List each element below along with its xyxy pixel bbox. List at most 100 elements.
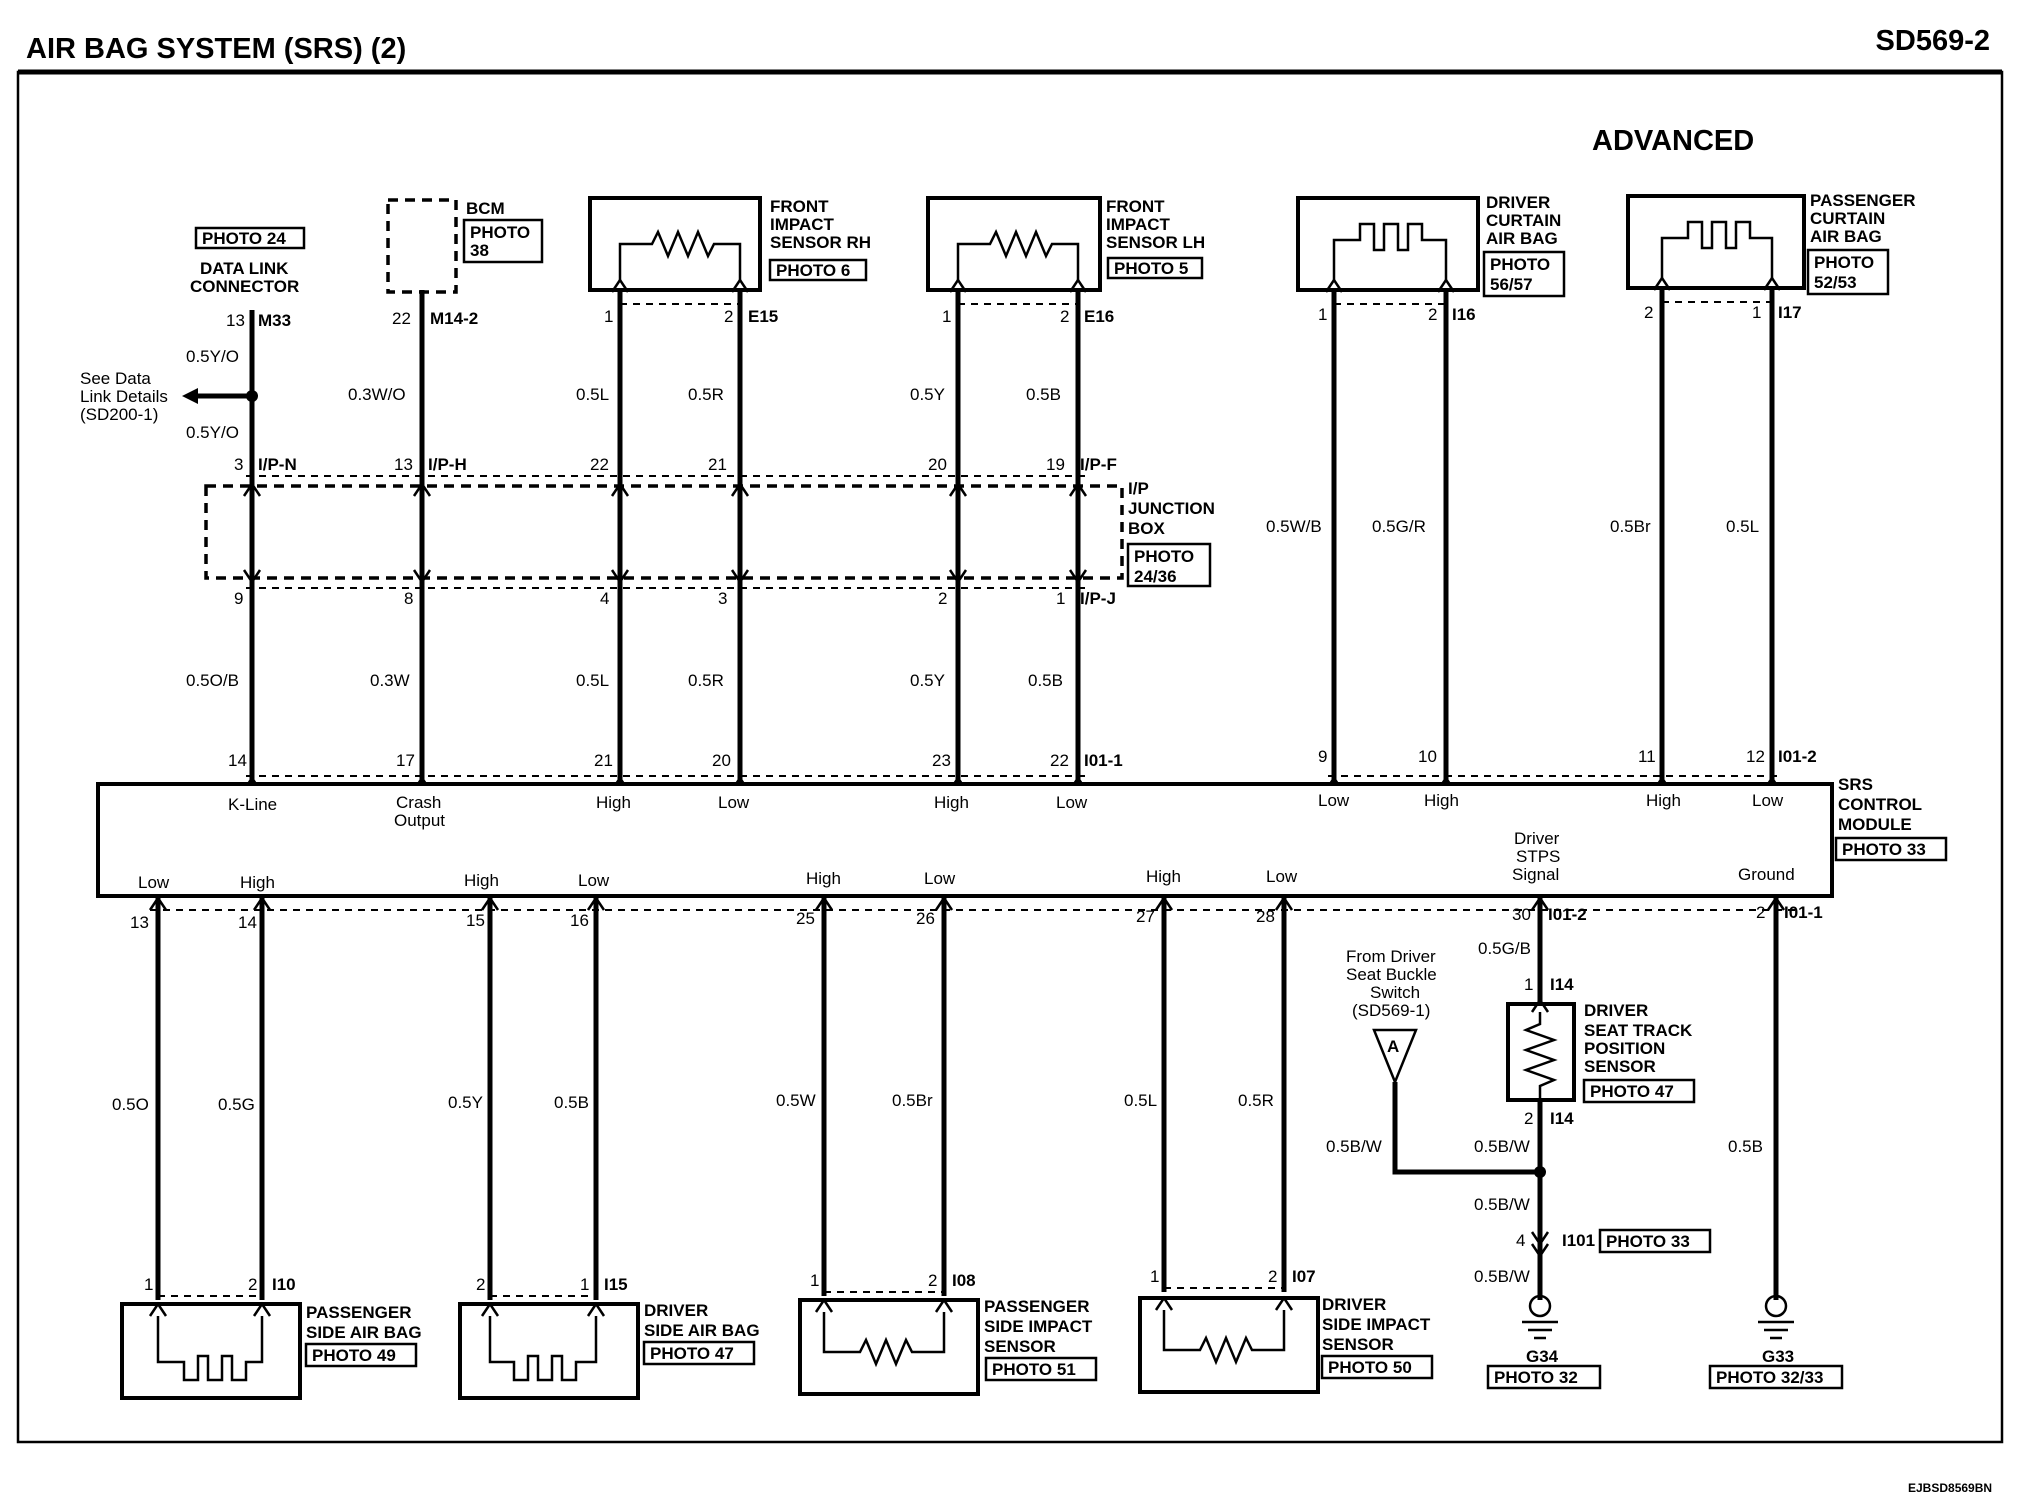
diagram-code: SD569-2 [1876,25,1990,57]
svg-text:0.5Br: 0.5Br [1610,517,1651,536]
svg-text:I08: I08 [952,1271,976,1290]
ground-icon [1758,1320,1794,1340]
resistor-icon [956,228,1080,280]
svg-text:25: 25 [796,909,815,928]
svg-text:2: 2 [1756,903,1765,922]
svg-text:High: High [1646,791,1681,810]
svg-text:2: 2 [1524,1109,1533,1128]
passenger-side-air-bag: 1 2 I10 PASSENGER SIDE AIR BAG PHOTO 49 [120,1275,422,1400]
svg-text:23: 23 [932,751,951,770]
page-title: AIR BAG SYSTEM (SRS) (2) [26,33,406,65]
svg-text:PHOTO 6: PHOTO 6 [776,261,850,280]
svg-text:I17: I17 [1778,303,1802,322]
svg-text:High: High [464,871,499,890]
svg-text:20: 20 [712,751,731,770]
svg-text:1: 1 [1752,303,1761,322]
svg-text:22: 22 [392,309,411,328]
svg-text:Signal: Signal [1512,865,1559,884]
svg-text:30: 30 [1512,905,1531,924]
svg-text:(SD200-1): (SD200-1) [80,405,158,424]
svg-text:PHOTO: PHOTO [1814,253,1874,272]
svg-text:0.5Y/O: 0.5Y/O [186,423,239,442]
svg-text:BCM: BCM [466,199,505,218]
photo-tag [194,226,306,250]
svg-text:PASSENGER: PASSENGER [1810,191,1916,210]
svg-text:19: 19 [1046,455,1065,474]
svg-text:I/P-J: I/P-J [1080,589,1116,608]
svg-text:DRIVER: DRIVER [1322,1295,1386,1314]
svg-text:SENSOR: SENSOR [1584,1057,1656,1076]
driver-seat-track-position-sensor: 1 I14 2 I14 DRIVER SEAT TRACK POSITION S… [1506,975,1696,1128]
svg-text:CONTROL: CONTROL [1838,795,1922,814]
svg-text:I/P-N: I/P-N [258,455,297,474]
svg-text:I01-2: I01-2 [1548,905,1587,924]
resistor-icon [1522,1012,1558,1100]
passenger-side-impact-sensor: 1 2 I08 PASSENGER SIDE IMPACT SENSOR PHO… [798,1271,1098,1396]
svg-text:E15: E15 [748,307,778,326]
svg-text:SENSOR: SENSOR [984,1337,1056,1356]
svg-text:IMPACT: IMPACT [1106,215,1171,234]
svg-text:PHOTO: PHOTO [1134,547,1194,566]
photo-tag [768,258,868,282]
svg-text:I/P: I/P [1128,479,1149,498]
airbag-squib-icon [1660,220,1774,278]
svg-text:27: 27 [1136,907,1155,926]
ground-g33: G33 PHOTO 32/33 [1708,1294,1844,1390]
photo-tag [1598,1228,1712,1254]
photo-tag [1708,1364,1844,1390]
svg-text:From Driver: From Driver [1346,947,1436,966]
svg-text:Link Details: Link Details [80,387,168,406]
connector-i101: 4 I101 PHOTO 33 [1516,1228,1712,1259]
svg-text:High: High [596,793,631,812]
photo-tag [1106,256,1204,280]
svg-text:0.5L: 0.5L [576,671,609,690]
svg-text:0.5L: 0.5L [1726,517,1759,536]
svg-text:0.5B/W: 0.5B/W [1474,1267,1530,1286]
svg-text:PHOTO 51: PHOTO 51 [992,1360,1076,1379]
svg-text:2: 2 [1428,305,1437,324]
svg-text:0.5R: 0.5R [1238,1091,1274,1110]
svg-text:2: 2 [1644,303,1653,322]
svg-text:0.3W/O: 0.3W/O [348,385,406,404]
photo-tag [304,1342,418,1368]
driver-curtain-air-bag: DRIVER CURTAIN AIR BAG PHOTO 56/57 1 2 I… [1296,193,1566,324]
svg-text:0.5G/B: 0.5G/B [1478,939,1531,958]
svg-text:Low: Low [1752,791,1784,810]
svg-text:9: 9 [1318,747,1327,766]
svg-text:0.5G/R: 0.5G/R [1372,517,1426,536]
svg-text:High: High [806,869,841,888]
svg-text:I/P-F: I/P-F [1080,455,1117,474]
svg-text:(SD569-1): (SD569-1) [1352,1001,1430,1020]
svg-text:0.5Y: 0.5Y [910,671,945,690]
svg-text:Switch: Switch [1370,983,1420,1002]
svg-text:13: 13 [394,455,413,474]
svg-text:POSITION: POSITION [1584,1039,1665,1058]
svg-text:PHOTO 47: PHOTO 47 [1590,1082,1674,1101]
svg-text:0.5Y: 0.5Y [910,385,945,404]
svg-text:E16: E16 [1084,307,1114,326]
svg-text:8: 8 [404,589,413,608]
svg-text:PHOTO 5: PHOTO 5 [1114,259,1188,278]
svg-text:PHOTO 32: PHOTO 32 [1494,1368,1578,1387]
svg-text:DATA LINK: DATA LINK [200,259,289,278]
driver-side-impact-sensor: 1 2 I07 DRIVER SIDE IMPACT SENSOR PHOTO … [1138,1267,1434,1394]
svg-text:I01-1: I01-1 [1084,751,1123,770]
svg-text:A: A [1387,1037,1399,1056]
svg-text:JUNCTION: JUNCTION [1128,499,1215,518]
svg-text:0.5O: 0.5O [112,1095,149,1114]
svg-text:0.5Y/O: 0.5Y/O [186,347,239,366]
svg-text:DRIVER: DRIVER [644,1301,708,1320]
svg-text:0.5B/W: 0.5B/W [1474,1137,1530,1156]
svg-text:PHOTO 32/33: PHOTO 32/33 [1716,1368,1823,1387]
svg-text:1: 1 [580,1275,589,1294]
svg-text:I14: I14 [1550,975,1574,994]
data-link-note: See Data Link Details (SD200-1) [80,369,258,424]
svg-text:2: 2 [476,1275,485,1294]
svg-text:21: 21 [708,455,727,474]
svg-text:I10: I10 [272,1275,296,1294]
svg-text:28: 28 [1256,907,1275,926]
svg-text:26: 26 [916,909,935,928]
photo-tag [1482,250,1566,298]
svg-text:Seat Buckle: Seat Buckle [1346,965,1437,984]
